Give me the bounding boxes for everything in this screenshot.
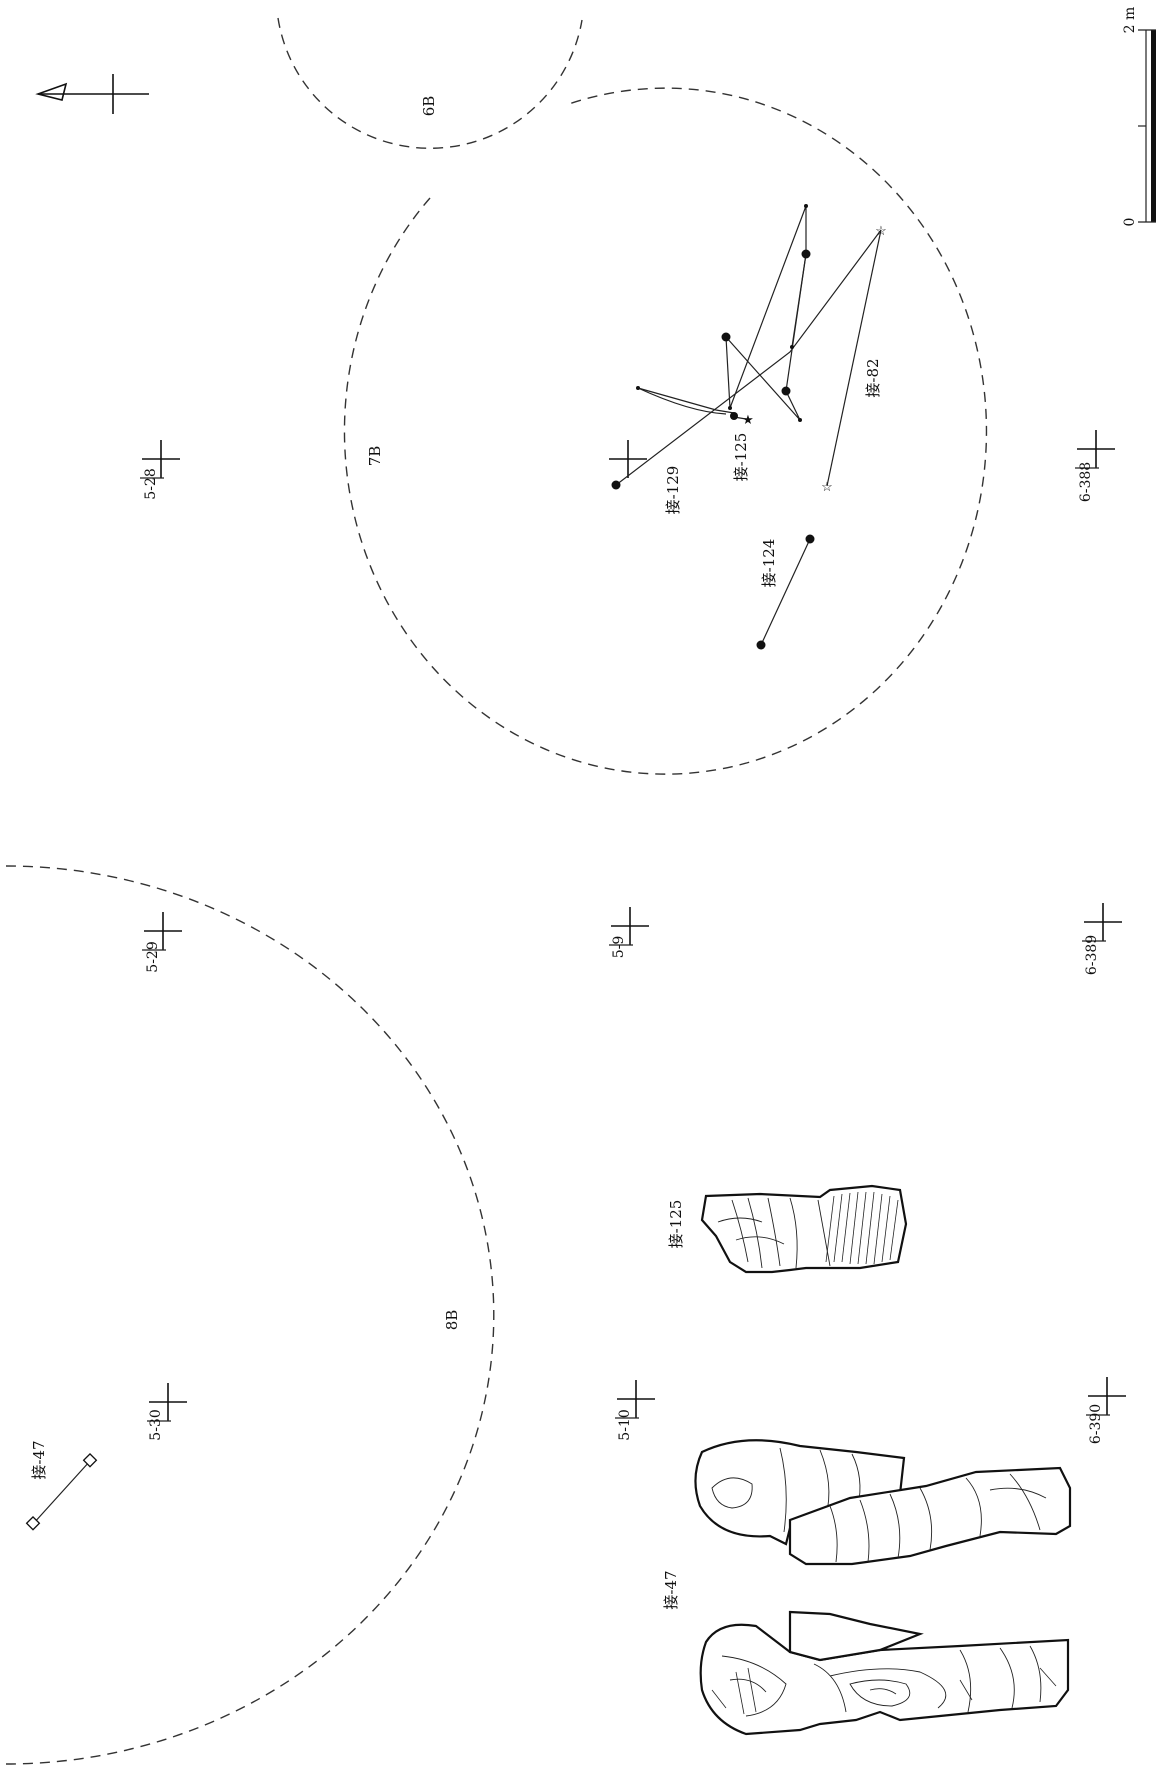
scale-label-0: 0 xyxy=(1122,218,1138,227)
grid-marker-label: 5-29 xyxy=(145,941,161,972)
grid-marker-label: 5-30 xyxy=(148,1409,164,1440)
svg-text:★: ★ xyxy=(742,413,754,428)
grid-marker-label: 5-9 xyxy=(611,936,627,959)
refit-129-line xyxy=(615,229,882,486)
artifact-47-drawing-lower xyxy=(699,1610,1070,1736)
zone-8b-label: 8B xyxy=(443,1310,461,1331)
refit-124-line xyxy=(760,538,811,646)
grid-marker-cross xyxy=(609,440,647,478)
diamond-icon xyxy=(25,1453,98,1531)
north-arrow-icon xyxy=(35,74,149,114)
zone-6b-label: 6B xyxy=(420,96,438,117)
grid-marker-5-30: 5-30 xyxy=(147,1383,187,1441)
refit-47-line xyxy=(32,1460,91,1525)
refit-cluster-lines xyxy=(725,205,807,421)
grid-marker-label: 6-389 xyxy=(1084,935,1100,975)
refit-cluster-lines-2 xyxy=(791,253,807,348)
refit-points xyxy=(611,204,815,650)
refit-label-124: 接-124 xyxy=(760,539,778,588)
refit-cluster-lines-3 xyxy=(637,387,735,414)
zone-6b-boundary xyxy=(277,17,583,149)
svg-text:☆: ☆ xyxy=(821,480,833,495)
refit-label-125: 接-125 xyxy=(732,433,750,482)
grid-marker-6-388: 6-388 xyxy=(1075,430,1115,502)
grid-marker-5-10: 5-10 xyxy=(615,1380,655,1441)
zone-7b-boundary xyxy=(343,87,988,775)
refit-label-82: 接-82 xyxy=(864,358,882,397)
grid-marker-5-28: 5-28 xyxy=(140,440,180,500)
scale-bar: 0 2 m xyxy=(1122,7,1156,227)
artifact-47-drawing-upper xyxy=(694,1439,1072,1566)
zone-7b-label: 7B xyxy=(366,446,384,467)
grid-marker-label: 6-390 xyxy=(1088,1404,1104,1444)
zone-8b-boundary xyxy=(5,865,495,1765)
scale-label-2m: 2 m xyxy=(1122,7,1138,34)
grid-marker-5-29: 5-29 xyxy=(142,912,182,973)
grid-marker-6-389: 6-389 xyxy=(1082,903,1122,975)
grid-marker-label: 5-10 xyxy=(617,1409,633,1440)
grid-marker-label: 5-28 xyxy=(143,468,159,499)
refit-label-129: 接-129 xyxy=(664,466,682,515)
refit-label-47: 接-47 xyxy=(30,1440,48,1479)
artifact-label-47: 接-47 xyxy=(662,1570,680,1609)
artifact-label-125: 接-125 xyxy=(667,1200,685,1249)
refit-82-line xyxy=(826,229,882,487)
grid-marker-5-9: 5-9 xyxy=(609,907,649,958)
svg-text:☆: ☆ xyxy=(875,224,887,239)
star-icon: ☆ ☆ ★ xyxy=(742,224,887,495)
grid-marker-label: 6-388 xyxy=(1078,462,1094,502)
grid-marker-6-390: 6-390 xyxy=(1086,1377,1126,1444)
artifact-125-drawing xyxy=(700,1184,908,1274)
